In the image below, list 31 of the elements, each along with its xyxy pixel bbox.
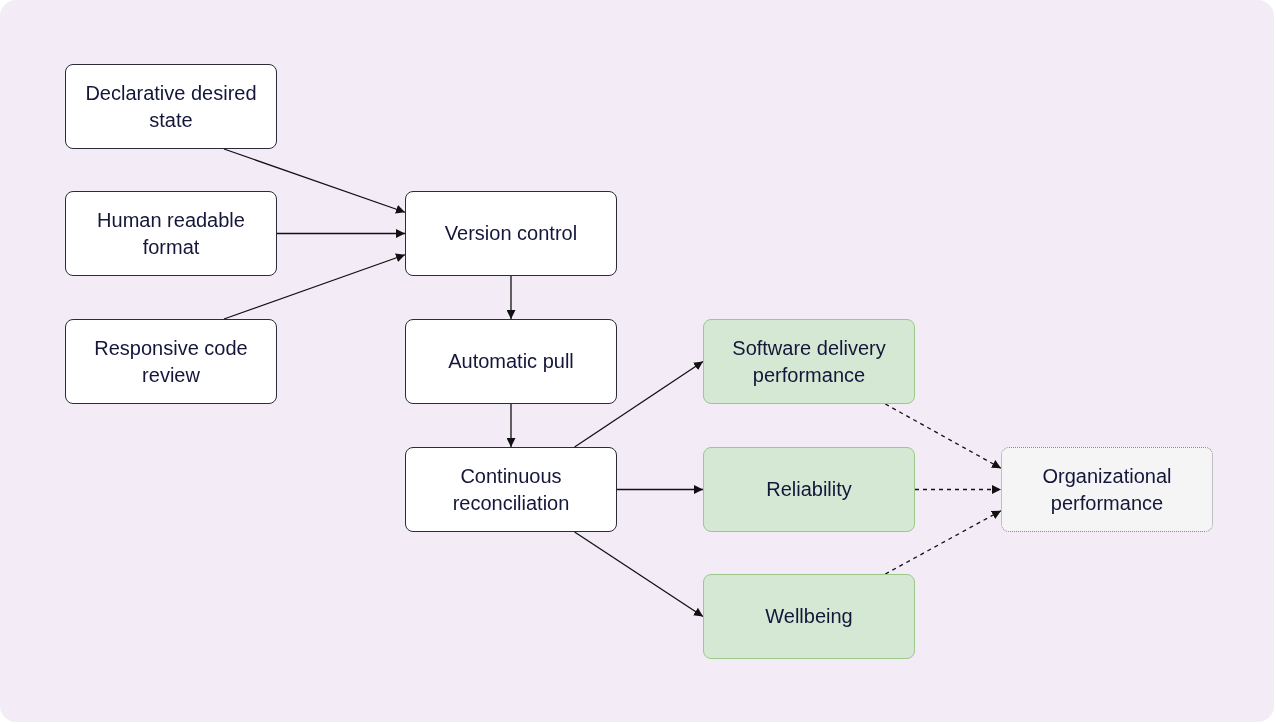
node-label: Responsive code review [93,335,249,388]
node-label: Wellbeing [765,604,853,629]
process-box [65,319,277,404]
result-box [1001,447,1213,532]
node-label: Human readable format [96,207,246,260]
process-box [405,319,617,404]
outcome-box [703,447,915,532]
arrow [506,275,516,320]
process-box [65,191,277,276]
process-box [405,191,617,276]
node-label: Software delivery performance [731,335,887,388]
node-label: Continuous reconciliation [451,463,571,516]
outcome-box [703,319,915,404]
arrow [616,485,704,494]
arrow [573,360,704,448]
arrow [506,403,516,448]
node-label: Automatic pull [448,349,574,374]
process-box [405,447,617,532]
process-box [65,64,277,149]
arrow [573,531,704,618]
arrow [223,253,406,320]
arrow [914,485,1002,494]
node-label: Reliability [766,477,852,502]
arrow [884,403,1002,469]
node-label: Declarative desired state [84,80,258,133]
arrow [223,148,406,214]
node-label: Organizational performance [1041,463,1173,516]
arrow [276,229,406,238]
arrow [884,510,1002,575]
outcome-box [703,574,915,659]
node-label: Version control [444,221,578,246]
